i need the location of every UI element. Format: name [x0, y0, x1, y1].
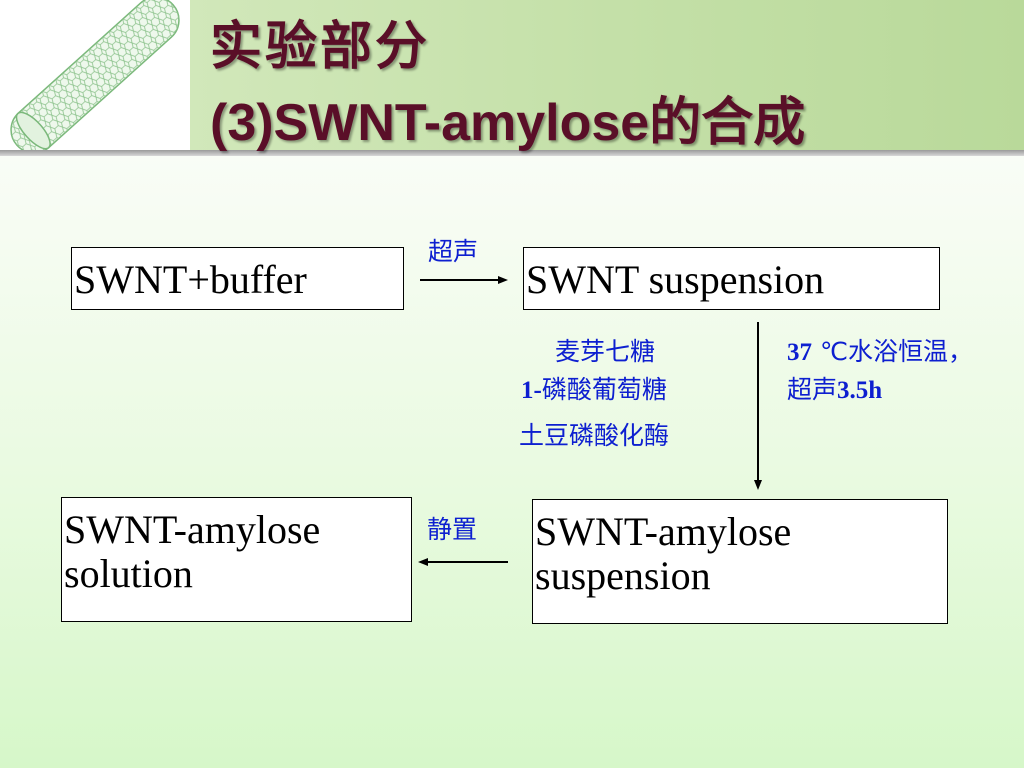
slide-title-line1: 实验部分	[210, 18, 431, 76]
header-separator	[0, 150, 1024, 156]
arrow-left	[418, 558, 508, 566]
box-suspension-line2: suspension	[535, 553, 711, 598]
box-suspension-line1: SWNT-amylose	[535, 509, 792, 554]
box-solution-line1: SWNT-amylose	[64, 507, 321, 552]
box-swnt-amylose-solution: SWNT-amylose solution	[61, 497, 412, 622]
condition-sonication-time: 超声3.5h	[787, 375, 883, 404]
reagent-maltoheptaose: 麦芽七糖	[555, 337, 656, 366]
condition-water-bath: 37 ℃水浴恒温，	[787, 337, 974, 366]
box-solution-line2: solution	[64, 551, 193, 596]
arrow-right	[420, 276, 508, 284]
arrow-down	[754, 322, 762, 490]
slide-title-line2: (3)SWNT-amylose的合成	[210, 94, 806, 152]
label-standing: 静置	[427, 515, 478, 544]
box-swnt-buffer: SWNT+buffer	[71, 247, 404, 310]
box-swnt-suspension-text: SWNT suspension	[526, 257, 825, 302]
reagent-potato-phosphorylase: 土豆磷酸化酶	[519, 421, 670, 450]
box-swnt-buffer-text: SWNT+buffer	[74, 257, 307, 302]
nanotube-icon	[10, 0, 180, 154]
box-swnt-amylose-suspension: SWNT-amylose suspension	[532, 499, 948, 624]
box-swnt-suspension: SWNT suspension	[523, 247, 940, 310]
reagent-glucose-1-phosphate: 1-磷酸葡萄糖	[521, 375, 667, 404]
label-sonication-1: 超声	[428, 237, 479, 266]
nanotube-logo	[0, 0, 190, 154]
